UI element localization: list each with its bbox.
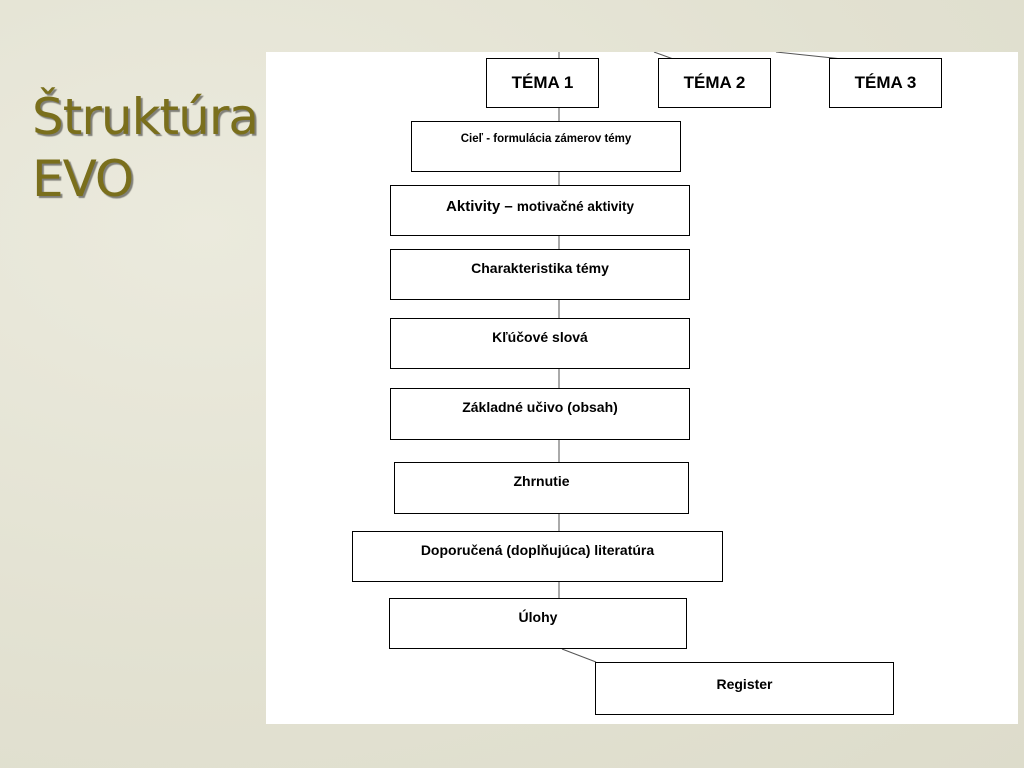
keywords-label: Kľúčové slová: [492, 329, 588, 345]
register-box: Register: [595, 662, 894, 715]
core-content-box: Základné učivo (obsah): [390, 388, 690, 440]
summary-box: Zhrnutie: [394, 462, 689, 514]
activities-label: Aktivity –: [446, 198, 513, 215]
activities-sublabel: motivačné aktivity: [516, 199, 634, 214]
topic-3-box: TÉMA 3: [829, 58, 942, 108]
literature-label: Doporučená (doplňujúca) literatúra: [420, 542, 655, 558]
topic-1-label: TÉMA 1: [511, 73, 574, 92]
activities-box: Aktivity – motivačné aktivity: [390, 185, 690, 236]
keywords-box: Kľúčové slová: [390, 318, 690, 369]
slide-title: Štruktúra EVO: [32, 86, 259, 210]
literature-box: Doporučená (doplňujúca) literatúra: [352, 531, 723, 582]
tasks-label: Úlohy: [518, 609, 558, 625]
diagram-panel: TÉMA 1 TÉMA 2 TÉMA 3 Cieľ - formulácia z…: [266, 52, 1018, 724]
connector-lines: [558, 52, 853, 663]
slide-title-line-2: EVO: [32, 150, 134, 208]
topic-2-label: TÉMA 2: [683, 73, 746, 92]
slide-title-line-1: Štruktúra: [32, 88, 259, 146]
summary-label: Zhrnutie: [513, 473, 570, 489]
goal-box: Cieľ - formulácia zámerov témy: [411, 121, 681, 172]
topic-2-box: TÉMA 2: [658, 58, 771, 108]
tasks-box: Úlohy: [389, 598, 687, 649]
register-label: Register: [716, 676, 773, 692]
core-content-label: Základné učivo (obsah): [462, 399, 618, 415]
topic-3-label: TÉMA 3: [854, 73, 917, 92]
goal-label: Cieľ - formulácia zámerov témy: [460, 133, 632, 145]
topic-characteristics-label: Charakteristika témy: [471, 260, 609, 276]
topic-characteristics-box: Charakteristika témy: [390, 249, 690, 300]
topic-1-box: TÉMA 1: [486, 58, 599, 108]
